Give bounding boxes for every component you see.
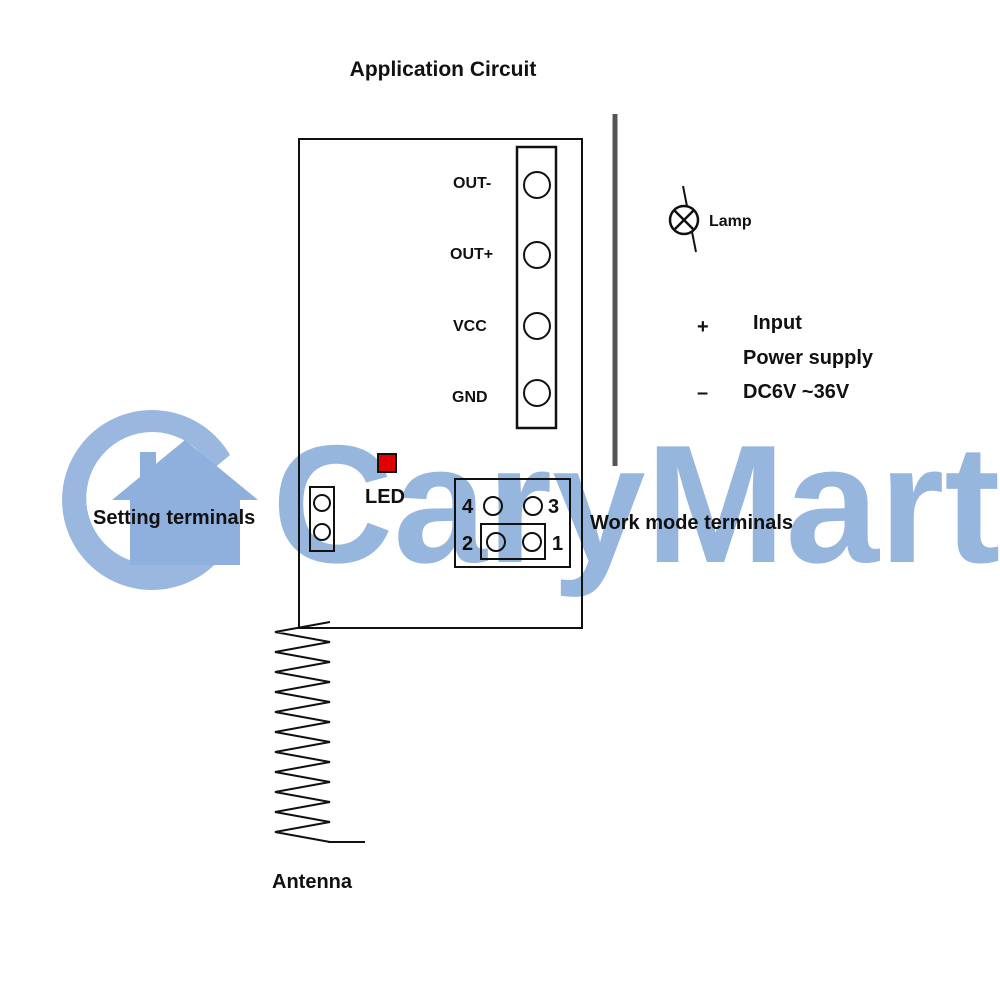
carymart-logo-icon [62, 409, 258, 590]
module-board [298, 138, 583, 629]
carymart-watermark: CaryMart [62, 409, 1000, 598]
led-indicator [377, 453, 397, 473]
power-input-label: Input [753, 312, 802, 334]
setting-terminals-label: Setting terminals [93, 507, 255, 529]
antenna-coil [274, 621, 331, 843]
pin-label-out-plus: OUT+ [450, 246, 493, 263]
work-pin-number-4: 4 [462, 496, 474, 518]
diagram-title: Application Circuit [350, 58, 537, 81]
led-label: LED [365, 486, 405, 508]
jumper-pin-3 [523, 496, 543, 516]
pin-vcc [523, 312, 551, 340]
pin-label-out-minus: OUT- [453, 175, 491, 192]
power-minus-sign: – [697, 382, 708, 404]
lamp-label: Lamp [709, 213, 752, 230]
work-pin-number-3: 3 [548, 496, 559, 518]
power-voltage-label: DC6V ~36V [743, 381, 850, 403]
power-plus-sign: + [697, 316, 709, 338]
watermark-text: CaryMart [272, 410, 1000, 598]
jumper-pin-4 [483, 496, 503, 516]
pin-gnd [523, 379, 551, 407]
jumper-pin-1 [522, 532, 542, 552]
work-pin-number-2: 2 [462, 533, 473, 555]
work-pin-number-1: 1 [552, 533, 563, 555]
setting-terminal-block [309, 486, 335, 552]
pin-out-minus [523, 171, 551, 199]
pin-out-plus [523, 241, 551, 269]
jumper-pin-2 [486, 532, 506, 552]
lamp-icon [668, 185, 700, 253]
output-pin-header [515, 145, 558, 430]
work-mode-terminal-block [454, 478, 571, 568]
pin-label-gnd: GND [452, 389, 488, 406]
power-supply-label: Power supply [743, 347, 874, 369]
work-mode-terminals-label: Work mode terminals [590, 512, 793, 534]
pin-label-vcc: VCC [453, 318, 487, 335]
antenna-label: Antenna [272, 871, 353, 893]
